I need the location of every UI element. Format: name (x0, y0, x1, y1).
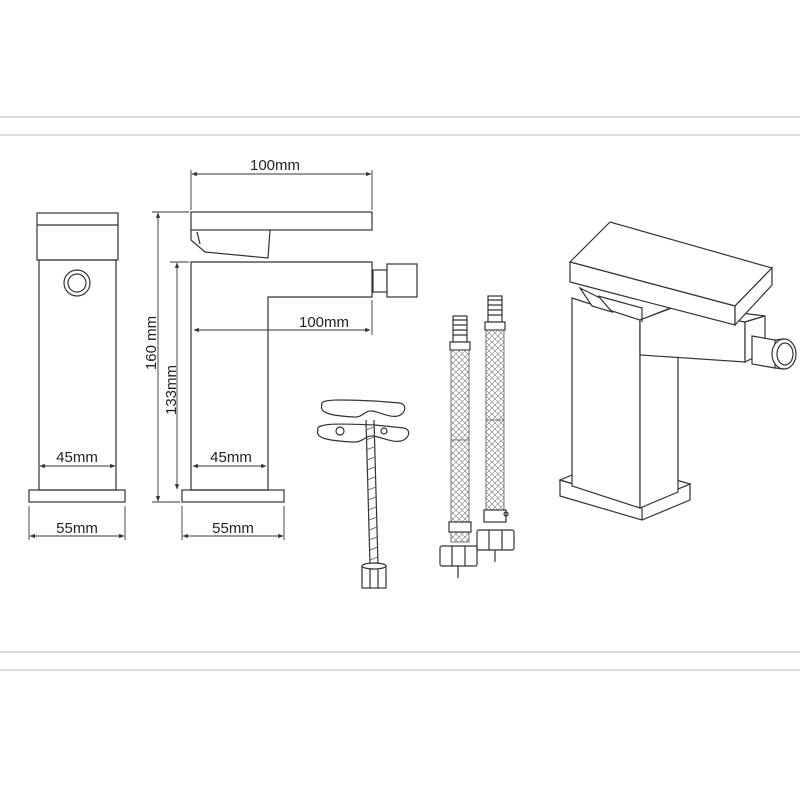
isometric-view (558, 221, 797, 521)
front-base-width-dim: 55mm (181, 506, 285, 540)
total-height-label: 160 mm (143, 316, 160, 370)
front-view (181, 211, 418, 503)
spout-reach-dim: 100mm (193, 300, 373, 335)
front-base-width-label: 55mm (212, 520, 254, 537)
spout-reach-label: 100mm (299, 314, 349, 331)
top-width-label: 100mm (250, 157, 300, 174)
side-body-width-label: 45mm (56, 449, 98, 466)
front-body-width-dim: 45mm (192, 449, 267, 469)
body-height-label: 133mm (163, 365, 180, 415)
flexible-hose-left (439, 315, 478, 578)
top-width-dim: 100mm (190, 157, 373, 210)
flexible-hose-right (476, 295, 515, 562)
body-height-dim: 133mm (163, 261, 189, 490)
side-view (28, 212, 126, 503)
side-body-width-dim: 45mm (39, 449, 116, 469)
fixing-kit (316, 399, 410, 589)
side-base-width-dim: 55mm (28, 506, 126, 540)
front-body-width-label: 45mm (210, 449, 252, 466)
side-base-width-label: 55mm (56, 520, 98, 537)
frame-lines (0, 116, 800, 671)
total-height-dim: 160 mm (143, 211, 189, 503)
